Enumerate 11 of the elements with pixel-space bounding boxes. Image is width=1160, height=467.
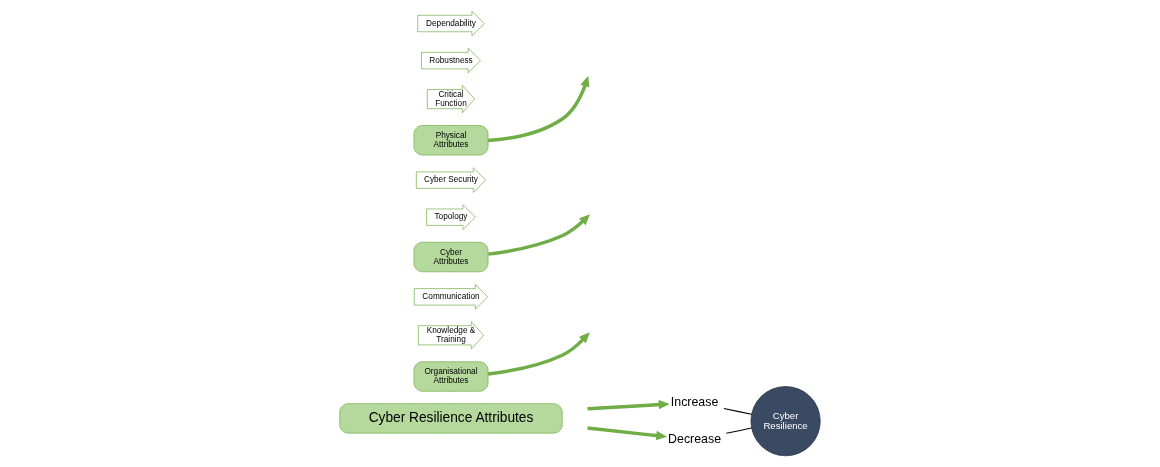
node-text: Decrease bbox=[668, 431, 722, 446]
arrow bbox=[587, 399, 670, 411]
node-circle: Cyber Resilience bbox=[750, 386, 821, 457]
arrow bbox=[488, 214, 590, 256]
arrow bbox=[487, 332, 590, 376]
arrow bbox=[487, 75, 590, 143]
connector bbox=[725, 427, 752, 434]
arrow bbox=[587, 426, 668, 441]
node-text: Increase bbox=[670, 394, 719, 409]
connector bbox=[723, 408, 753, 415]
node-box: Cyber Resilience Attributes bbox=[339, 403, 563, 434]
